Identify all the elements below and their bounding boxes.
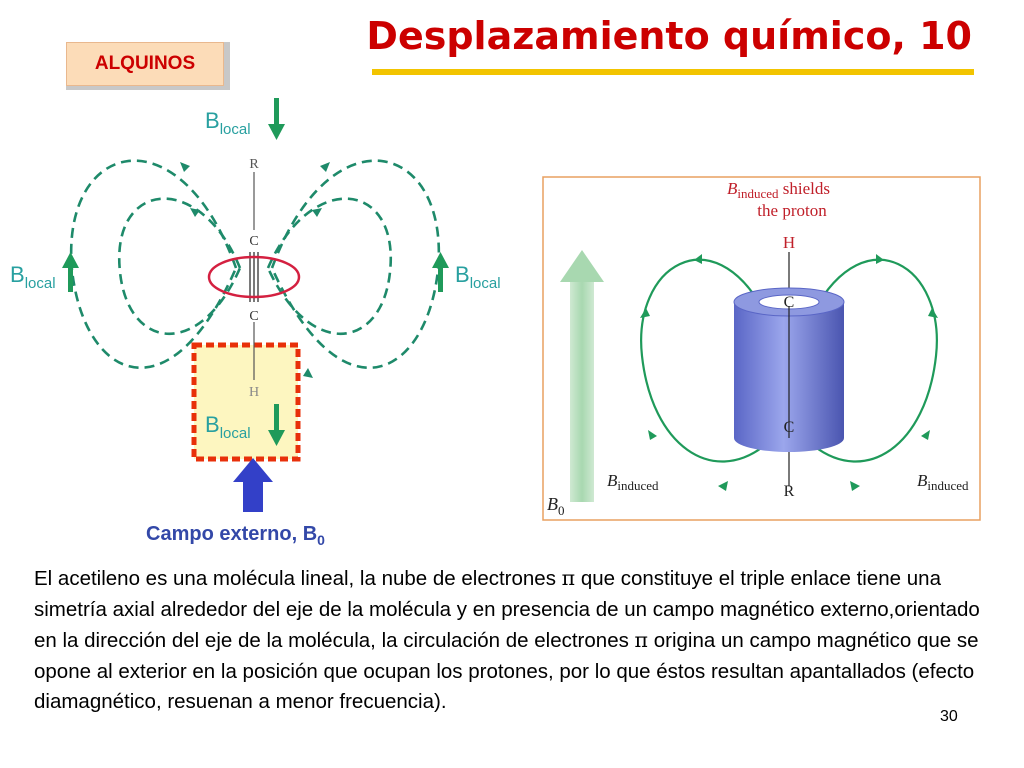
induced-field-diagram: B0 Binduced shields the proton H C C R B… xyxy=(542,176,981,521)
pi-symbol: π xyxy=(561,566,576,590)
paragraph-text: origina un campo magnético que se opone … xyxy=(34,629,979,713)
external-field-label: Campo externo, B0 xyxy=(146,523,325,548)
title-underline xyxy=(372,69,974,75)
field-line-left-inner xyxy=(117,197,242,336)
field-line-right-inner xyxy=(266,197,393,336)
field-arrowhead xyxy=(320,162,330,172)
b-local-arrow-up xyxy=(432,252,449,292)
paragraph-text: El acetileno es una molécula lineal, la … xyxy=(34,567,562,590)
atom-r: R xyxy=(784,483,795,500)
atom-h: H xyxy=(783,233,795,252)
shield-caption-line2: the proton xyxy=(757,201,827,220)
alquinos-badge: ALQUINOS xyxy=(66,42,224,86)
induced-arrowhead xyxy=(876,254,884,264)
b-local-label: Blocal xyxy=(10,262,56,292)
b-local-label: Blocal xyxy=(455,262,501,292)
b-local-arrow-down xyxy=(268,98,285,140)
badge-shadow: ALQUINOS xyxy=(66,42,230,90)
atom-c: C xyxy=(249,234,258,249)
atom-r: R xyxy=(249,157,259,172)
external-field-arrow xyxy=(233,458,273,512)
induced-field-loop-right xyxy=(813,258,938,463)
induced-arrowhead xyxy=(850,481,860,491)
field-arrowhead xyxy=(303,368,313,378)
b-induced-label: Binduced xyxy=(917,471,969,493)
b-induced-label: Binduced xyxy=(607,471,659,493)
field-line-right-outer xyxy=(270,159,441,369)
field-line-left-outer xyxy=(69,159,238,369)
induced-arrowhead xyxy=(640,308,650,318)
proton-highlight-box xyxy=(191,342,301,462)
induced-arrowhead xyxy=(694,254,702,264)
b-local-label: Blocal xyxy=(205,108,251,138)
atom-h: H xyxy=(249,385,259,400)
induced-field-loop-left xyxy=(640,258,765,463)
induced-arrowhead xyxy=(648,430,657,440)
pi-symbol: π xyxy=(634,628,649,652)
field-arrowhead xyxy=(190,208,200,217)
slide-title: Desplazamiento químico, 10 xyxy=(366,14,972,58)
b-local-label: Blocal xyxy=(205,412,251,442)
atom-c: C xyxy=(784,294,795,311)
field-arrowhead xyxy=(312,208,322,217)
page-number: 30 xyxy=(940,708,958,725)
b-local-arrow-up xyxy=(62,252,79,292)
paragraph-text: que constituye el triple enlace tiene un… xyxy=(34,567,980,652)
induced-arrowhead xyxy=(928,308,938,318)
shield-caption-line1: Binduced shields xyxy=(727,179,830,201)
b0-label: B0 xyxy=(547,494,565,518)
explanation-paragraph: El acetileno es una molécula lineal, la … xyxy=(34,563,984,718)
induced-arrowhead xyxy=(921,430,930,440)
b0-arrow xyxy=(560,250,604,502)
pi-electron-ring xyxy=(207,255,301,299)
field-arrowhead xyxy=(180,162,190,172)
atom-c: C xyxy=(784,419,795,436)
induced-arrowhead xyxy=(718,481,728,491)
atom-c: C xyxy=(249,309,258,324)
b-local-arrow-down xyxy=(268,404,285,446)
